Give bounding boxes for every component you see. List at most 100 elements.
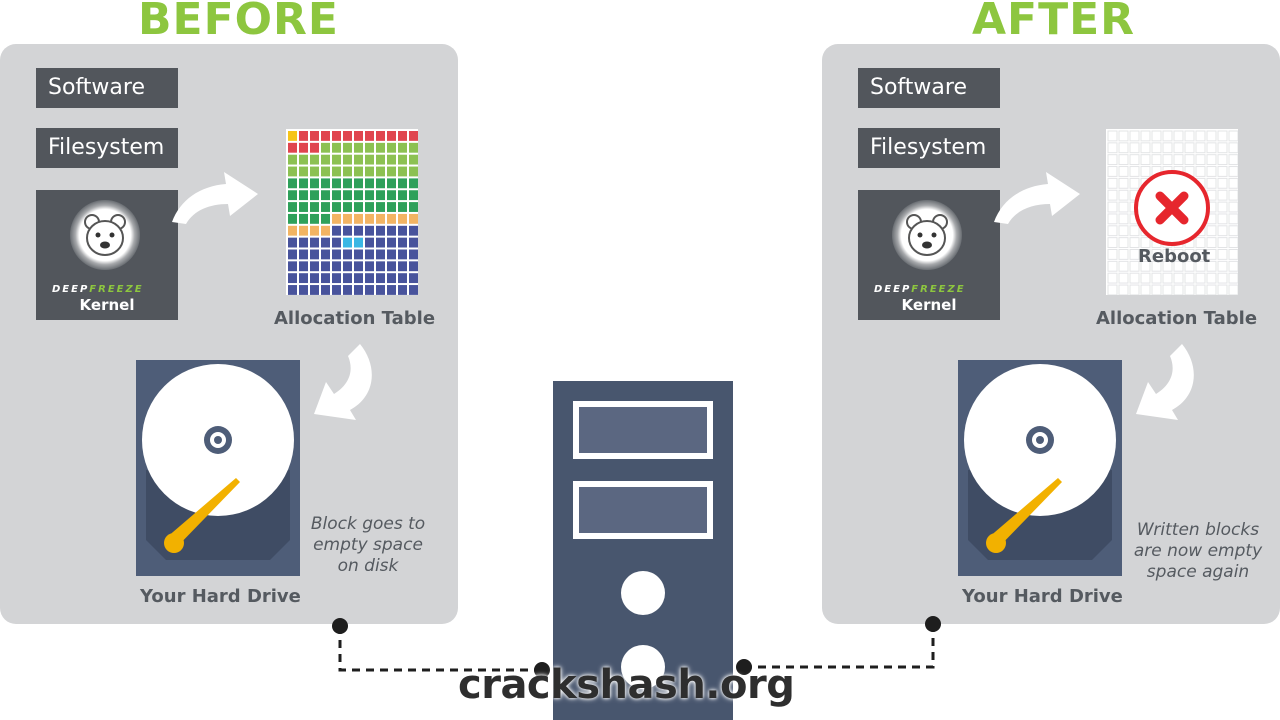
allocation-block	[343, 237, 352, 248]
allocation-block-empty	[1129, 166, 1140, 177]
allocation-block-empty	[1118, 284, 1129, 295]
after-kernel-box: DEEPFREEZE Kernel	[858, 190, 1000, 320]
allocation-block-empty	[1184, 249, 1195, 260]
allocation-block	[387, 261, 396, 272]
allocation-block	[354, 131, 363, 141]
allocation-block	[398, 261, 407, 272]
allocation-block-empty	[1129, 154, 1140, 166]
allocation-block-empty	[1118, 237, 1129, 249]
allocation-block	[376, 178, 385, 189]
allocation-block-empty	[1129, 260, 1140, 272]
after-software-label: Software	[858, 68, 1000, 108]
after-drive-caption: Your Hard Drive	[962, 586, 1123, 607]
allocation-block-empty	[1228, 142, 1238, 154]
allocation-block	[332, 213, 341, 224]
allocation-block	[299, 142, 308, 153]
allocation-block	[299, 178, 308, 189]
allocation-block	[365, 249, 374, 260]
allocation-block	[332, 190, 341, 201]
allocation-block	[299, 166, 308, 177]
allocation-block	[343, 213, 352, 224]
allocation-block	[288, 213, 297, 224]
allocation-block	[376, 249, 385, 260]
allocation-block-empty	[1107, 249, 1118, 260]
allocation-block	[310, 131, 319, 141]
allocation-block-empty	[1206, 237, 1217, 249]
allocation-block	[299, 213, 308, 224]
allocation-block-empty	[1151, 249, 1162, 260]
power-button	[621, 571, 665, 615]
allocation-block-empty	[1173, 272, 1184, 284]
allocation-block	[288, 225, 297, 236]
allocation-block-empty	[1228, 237, 1238, 249]
before-kernel-box: DEEPFREEZE Kernel	[36, 190, 178, 320]
allocation-block-empty	[1184, 142, 1195, 154]
allocation-block	[387, 166, 396, 177]
allocation-block-empty	[1217, 189, 1228, 201]
allocation-block-empty	[1228, 130, 1238, 142]
allocation-block	[365, 142, 374, 153]
allocation-block	[288, 178, 297, 189]
allocation-block	[321, 166, 330, 177]
allocation-block	[354, 213, 363, 224]
allocation-block	[299, 261, 308, 272]
allocation-block	[365, 213, 374, 224]
allocation-block	[398, 213, 407, 224]
allocation-block	[321, 131, 330, 141]
allocation-block-empty	[1129, 237, 1140, 249]
before-kernel-label: Kernel	[79, 296, 135, 314]
allocation-block	[354, 261, 363, 272]
after-allocation-caption: Allocation Table	[1096, 308, 1258, 329]
allocation-block	[376, 166, 385, 177]
allocation-block	[398, 131, 407, 141]
allocation-block	[387, 131, 396, 141]
allocation-block	[387, 202, 396, 212]
allocation-block	[288, 249, 297, 260]
allocation-block	[288, 202, 297, 212]
allocation-block	[387, 213, 396, 224]
allocation-block	[288, 142, 297, 153]
allocation-block	[398, 225, 407, 236]
allocation-block	[398, 190, 407, 201]
allocation-block-empty	[1206, 225, 1217, 237]
allocation-block-empty	[1107, 237, 1118, 249]
allocation-block	[343, 285, 352, 295]
allocation-block-empty	[1217, 284, 1228, 295]
allocation-block	[398, 178, 407, 189]
allocation-block	[398, 249, 407, 260]
allocation-block	[310, 285, 319, 295]
before-allocation-table	[286, 129, 418, 295]
allocation-block	[365, 190, 374, 201]
allocation-block	[398, 166, 407, 177]
allocation-block-empty	[1162, 249, 1173, 260]
allocation-block	[343, 166, 352, 177]
allocation-block	[365, 273, 374, 284]
allocation-block	[332, 131, 341, 141]
allocation-block	[354, 190, 363, 201]
allocation-block-empty	[1140, 166, 1151, 177]
allocation-block-empty	[1217, 213, 1228, 225]
drive-bay	[573, 401, 713, 459]
allocation-block	[387, 285, 396, 295]
allocation-block-empty	[1206, 260, 1217, 272]
allocation-block-empty	[1140, 260, 1151, 272]
allocation-block-empty	[1162, 260, 1173, 272]
allocation-block-empty	[1107, 272, 1118, 284]
allocation-block-empty	[1129, 284, 1140, 295]
allocation-block-empty	[1107, 130, 1118, 142]
allocation-block-empty	[1217, 130, 1228, 142]
allocation-block	[288, 190, 297, 201]
allocation-block-empty	[1140, 154, 1151, 166]
allocation-block	[332, 154, 341, 165]
allocation-block	[409, 273, 418, 284]
after-note: Written blocks are now empty space again	[1133, 520, 1263, 582]
allocation-block	[365, 131, 374, 141]
polar-bear-icon	[892, 200, 962, 270]
allocation-block-empty	[1217, 201, 1228, 213]
allocation-block	[310, 225, 319, 236]
allocation-block-empty	[1206, 166, 1217, 177]
allocation-block	[387, 249, 396, 260]
allocation-block	[299, 225, 308, 236]
allocation-block-empty	[1217, 237, 1228, 249]
allocation-block	[288, 154, 297, 165]
